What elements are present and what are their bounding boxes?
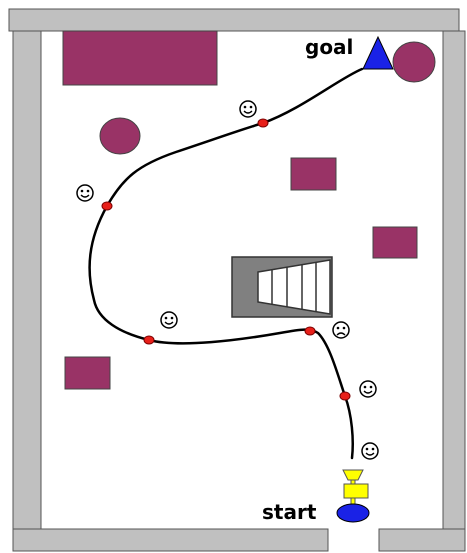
- obstacle-box-lower-left: [65, 357, 110, 389]
- waypoint-dot: [340, 392, 350, 400]
- obstacle-table-large: [63, 31, 217, 85]
- obstacle-box-center: [291, 158, 336, 190]
- obstacle-box-right: [373, 227, 417, 258]
- smiley-face-icon: [240, 101, 256, 117]
- frowning-face-icon: [333, 322, 349, 338]
- smiley-face-icon: [360, 381, 376, 397]
- waypoint-dot: [102, 202, 112, 210]
- staircase: [232, 257, 332, 317]
- wall-left: [13, 31, 41, 531]
- waypoint-dot: [144, 336, 154, 344]
- wall-bottom-left: [13, 529, 328, 551]
- robot-base-link: [351, 498, 355, 504]
- robot-icon: [343, 470, 368, 504]
- obstacle-round-top-right: [393, 42, 435, 82]
- smiley-face-icon: [161, 312, 177, 328]
- waypoint-dot: [305, 327, 315, 335]
- robot-body: [344, 484, 368, 498]
- robot-connector: [351, 480, 355, 484]
- obstacle-round-left: [100, 118, 140, 154]
- goal-label: goal: [305, 35, 353, 59]
- obstacles: [63, 31, 435, 389]
- ellipse-start-icon: [337, 504, 369, 522]
- mood-icons: [77, 101, 378, 459]
- wall-right: [443, 31, 465, 531]
- smiley-face-icon: [77, 185, 93, 201]
- wall-bottom-right: [379, 529, 465, 551]
- start-label: start: [262, 500, 317, 524]
- wall-top: [9, 9, 459, 31]
- waypoint-dot: [258, 119, 268, 127]
- triangle-goal-icon: [363, 37, 393, 69]
- robot-sensor-head: [343, 470, 363, 480]
- smiley-face-icon: [362, 443, 378, 459]
